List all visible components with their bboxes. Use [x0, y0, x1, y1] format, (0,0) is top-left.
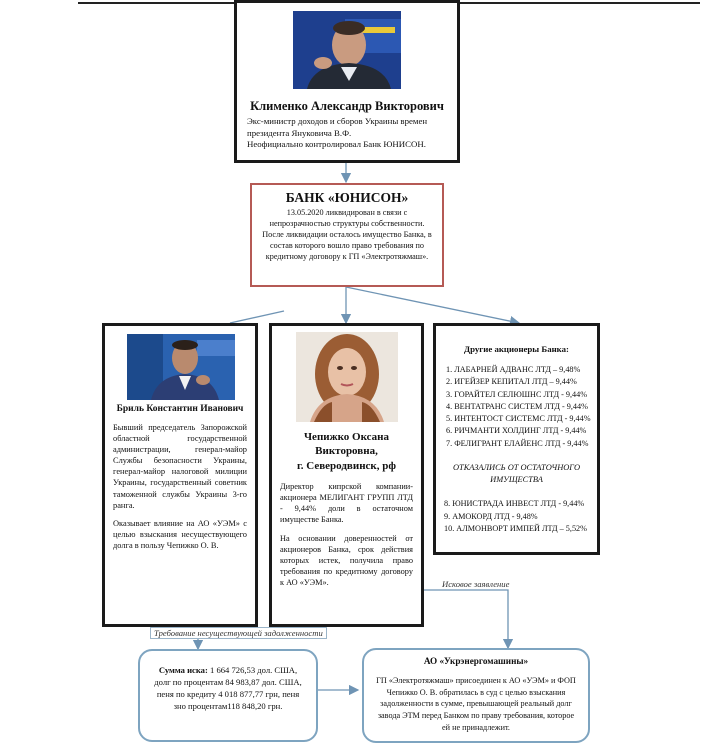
- chepizhko-name-line-1: Чепижко Оксана: [303, 431, 390, 443]
- uem-title: АО «Укрэнергомашины»: [423, 656, 529, 666]
- bril-name: Бриль Константин Иванович: [116, 404, 244, 414]
- claim-sum-card: Сумма иска: 1 664 726,53 дол. США, долг …: [138, 649, 318, 742]
- bank-description: 13.05.2020 ликвидирован в связи с непроз…: [252, 208, 442, 263]
- klimenko-line-1: Экс-министр доходов и сборов Украины вре…: [247, 116, 428, 126]
- klimenko-line-3: Неофициально контролировал Банк ЮНИСОН.: [247, 139, 426, 150]
- shareholders-card: Другие акционеры Банка: 1. ЛАБАРНЕЙ АДВА…: [433, 323, 600, 555]
- label-claim-statement: Исковое заявление: [440, 579, 512, 589]
- bank-line-4: состав которого вошло право требования п…: [270, 240, 424, 250]
- arrow-bank-to-shareholders: [345, 286, 521, 327]
- chepizhko-photo: [296, 332, 398, 422]
- shareholder-item: 1. ЛАБАРНЕЙ АДВАНС ЛТД – 9,48%: [446, 365, 581, 374]
- uem-card: АО «Укрэнергомашины» ГП «Электротяжмаш» …: [362, 648, 590, 743]
- bank-line-3: После ликвидации осталось имущество Банк…: [262, 229, 432, 239]
- klimenko-description: Экс-министр доходов и сборов Украины вре…: [247, 116, 451, 151]
- shareholders-list-refused: 8. ЮНИСТРАДА ИНВЕСТ ЛТД - 9,44% 9. АМОКО…: [444, 498, 597, 535]
- claim-sum-lead: Сумма иска:: [158, 665, 208, 675]
- shareholder-item: 5. ИНТЕНТОСТ СИСТЕМС ЛТД - 9,44%: [446, 414, 591, 424]
- line-bank-to-bril: [229, 310, 285, 324]
- claim-sum-text: Сумма иска: 1 664 726,53 дол. США, долг …: [150, 664, 306, 712]
- bank-line-5: кредитному договору к ГП «Электротяжмаш»…: [265, 251, 429, 261]
- shareholder-item: 10. АЛМОНВОРТ ИМПЕЙ ЛТД – 5,52%: [444, 524, 587, 534]
- klimenko-photo: [293, 11, 401, 89]
- bank-card: БАНК «ЮНИСОН» 13.05.2020 ликвидирован в …: [250, 183, 444, 287]
- refused-heading: ОТКАЗАЛИСЬ ОТ ОСТАТОЧНОГО ИМУЩЕСТВА: [436, 462, 597, 486]
- bril-photo: [127, 334, 235, 400]
- klimenko-name: Клименко Александр Викторович: [250, 99, 444, 113]
- shareholder-item: 8. ЮНИСТРАДА ИНВЕСТ ЛТД - 9,44%: [444, 499, 585, 509]
- top-person-card: Клименко Александр Викторович Экс-минист…: [234, 0, 460, 163]
- shareholder-item: 6. РИЧМАНТИ ХОЛДИНГ ЛТД - 9,44%: [446, 426, 587, 436]
- bril-paragraph-2: Оказывает влияние на АО «УЭМ» с целью вз…: [113, 519, 247, 551]
- chepizhko-name: Чепижко Оксана Викторовна, г. Северодвин…: [272, 430, 421, 473]
- chepizhko-paragraph-2: На основании доверенностей от акционеров…: [280, 534, 413, 587]
- uem-text: ГП «Электротяжмаш» присоединен к АО «УЭМ…: [376, 676, 576, 732]
- bril-paragraph-1: Бывший председатель Запорожской областно…: [113, 423, 247, 510]
- shareholders-list-main: 1. ЛАБАРНЕЙ АДВАНС ЛТД – 9,48% 2. ИГЕЙЗЕ…: [446, 364, 597, 450]
- claim-sum-details: 1 664 726,53 дол. США, долг по процентам…: [154, 665, 302, 712]
- shareholder-item: 7. ФЕЛИГРАНТ ЕЛАЙЕНС ЛТД - 9,44%: [446, 438, 589, 448]
- refused-line-2: ИМУЩЕСТВА: [490, 475, 543, 485]
- shareholders-title: Другие акционеры Банка:: [464, 344, 569, 354]
- bank-line-2: непрозрачностью структуры собственности.: [269, 218, 425, 228]
- shareholder-item: 4. ВЕНТАТРАНС СИСТЕМ ЛТД - 9,44%: [446, 401, 588, 411]
- shareholder-item: 9. АМОКОРД ЛТД - 9,48%: [444, 511, 538, 521]
- chepizhko-card: Чепижко Оксана Викторовна, г. Северодвин…: [269, 323, 424, 627]
- chepizhko-name-line-3: г. Северодвинск, рф: [297, 459, 396, 472]
- bank-title: БАНК «ЮНИСОН»: [285, 190, 409, 205]
- label-nonexistent-debt: Требование несуществующей задолженности: [150, 627, 327, 639]
- shareholder-item: 2. ИГЕЙЗЕР КЕПИТАЛ ЛТД – 9,44%: [446, 377, 577, 387]
- chepizhko-name-line-2: Викторовна,: [315, 445, 378, 458]
- shareholder-item: 3. ГОРАЙТЕЛ СЕЛЮШНС ЛТД - 9,44%: [446, 389, 588, 399]
- bank-line-1: 13.05.2020 ликвидирован в связи с: [286, 208, 408, 217]
- chepizhko-paragraph-1: Директор кипрской компании-акционера МЕЛ…: [280, 482, 413, 524]
- bril-card: Бриль Константин Иванович Бывший председ…: [102, 323, 258, 627]
- refused-line-1: ОТКАЗАЛИСЬ ОТ ОСТАТОЧНОГО: [452, 463, 581, 473]
- klimenko-line-2: президента Януковича В.Ф.: [247, 127, 352, 138]
